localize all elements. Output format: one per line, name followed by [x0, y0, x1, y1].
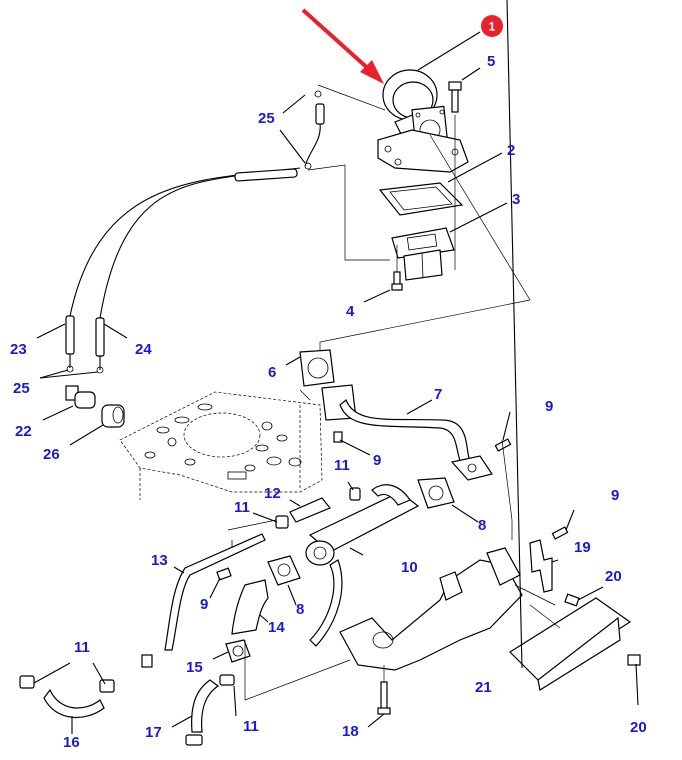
bolt-part-9-b[interactable]: [494, 438, 512, 452]
hose-clamp-part-11-d[interactable]: [185, 674, 235, 746]
label-part-10[interactable]: 10: [401, 559, 418, 576]
bolt-part-20-b[interactable]: [627, 654, 641, 666]
water-pipe-part[interactable]: [141, 533, 266, 668]
reed-valve-part[interactable]: [391, 227, 455, 281]
label-part-8-right[interactable]: 8: [478, 517, 486, 534]
badge-number: 1: [489, 20, 496, 34]
label-part-20-top[interactable]: 20: [605, 568, 622, 585]
gasket-part-8-b[interactable]: [267, 555, 301, 586]
bolt-part-5[interactable]: [448, 81, 462, 113]
highlight-badge[interactable]: 1: [481, 15, 503, 37]
assembly-centerlines-bottom: [227, 389, 561, 701]
bolt-part-9-c[interactable]: [551, 526, 569, 540]
label-part-24[interactable]: 24: [135, 341, 152, 358]
egr-pipe-part[interactable]: [321, 384, 493, 481]
label-part-20-bottom[interactable]: 20: [630, 719, 647, 736]
label-part-9-right-bottom[interactable]: 9: [611, 487, 619, 504]
label-part-8-left[interactable]: 8: [296, 601, 304, 618]
label-part-22[interactable]: 22: [15, 423, 32, 440]
label-part-12[interactable]: 12: [264, 485, 281, 502]
gasket-part-8-a[interactable]: [417, 477, 455, 509]
label-part-16[interactable]: 16: [63, 734, 80, 751]
label-part-21[interactable]: 21: [475, 679, 492, 696]
bolt-part-9-d[interactable]: [216, 567, 232, 581]
hose-clamp-part-11-c[interactable]: [19, 675, 115, 693]
label-part-9-left[interactable]: 9: [200, 596, 208, 613]
label-part-11-top[interactable]: 11: [334, 457, 350, 474]
filter-part[interactable]: [101, 404, 125, 428]
label-part-4[interactable]: 4: [346, 303, 355, 320]
exhaust-manifold: [339, 547, 523, 671]
hose-part-17[interactable]: [191, 679, 220, 733]
gasket-part-15[interactable]: [225, 639, 251, 663]
engine-block-outline: [119, 391, 323, 500]
hose-part-16[interactable]: [43, 688, 105, 719]
part-labels: 5 25 2 3 4 23 24 25 22 26 6 7 9 9 11 12 …: [10, 53, 647, 751]
heat-shield-part[interactable]: [509, 597, 632, 691]
label-part-14[interactable]: 14: [268, 619, 285, 636]
label-part-6[interactable]: 6: [268, 364, 276, 381]
egr-cooler-part[interactable]: [305, 484, 420, 647]
label-part-25-top[interactable]: 25: [258, 110, 275, 127]
vacuum-hoses[interactable]: [65, 90, 325, 374]
egr-valve-part[interactable]: [377, 69, 469, 173]
hose-clamp-part-11-a[interactable]: [349, 487, 361, 501]
label-part-13[interactable]: 13: [151, 552, 168, 569]
label-part-9-right-top[interactable]: 9: [545, 398, 553, 415]
leader-lines: [33, 0, 639, 734]
hose-clamp-part-11-b[interactable]: [275, 515, 289, 529]
label-part-23[interactable]: 23: [10, 341, 27, 358]
label-part-17[interactable]: 17: [145, 724, 162, 741]
label-part-7[interactable]: 7: [434, 386, 442, 403]
label-part-18[interactable]: 18: [342, 723, 359, 740]
bolt-part-9-a[interactable]: [333, 431, 343, 443]
label-part-3[interactable]: 3: [512, 191, 520, 208]
bolt-part-20-a[interactable]: [564, 593, 580, 607]
label-part-2[interactable]: 2: [507, 142, 515, 159]
label-part-25-bottom[interactable]: 25: [13, 380, 30, 397]
label-part-15[interactable]: 15: [186, 659, 203, 676]
gasket-part-2[interactable]: [378, 182, 464, 216]
label-part-11-left[interactable]: 11: [74, 639, 90, 656]
label-part-5[interactable]: 5: [487, 53, 495, 70]
bracket-part[interactable]: [529, 539, 553, 593]
stud-bolt-part[interactable]: [377, 681, 391, 715]
hose-part-12[interactable]: [289, 497, 331, 523]
label-part-26[interactable]: 26: [43, 446, 60, 463]
label-part-19[interactable]: 19: [574, 539, 591, 556]
bolt-part-4[interactable]: [391, 271, 403, 291]
label-part-11-mid[interactable]: 11: [234, 499, 250, 516]
label-part-11-bottom[interactable]: 11: [243, 718, 259, 735]
vacuum-connector-part[interactable]: [65, 385, 96, 409]
elbow-pipe-part[interactable]: [231, 579, 269, 635]
gasket-part-6[interactable]: [299, 349, 335, 387]
highlight-arrow: [301, 8, 384, 84]
label-part-9-center[interactable]: 9: [373, 452, 381, 469]
